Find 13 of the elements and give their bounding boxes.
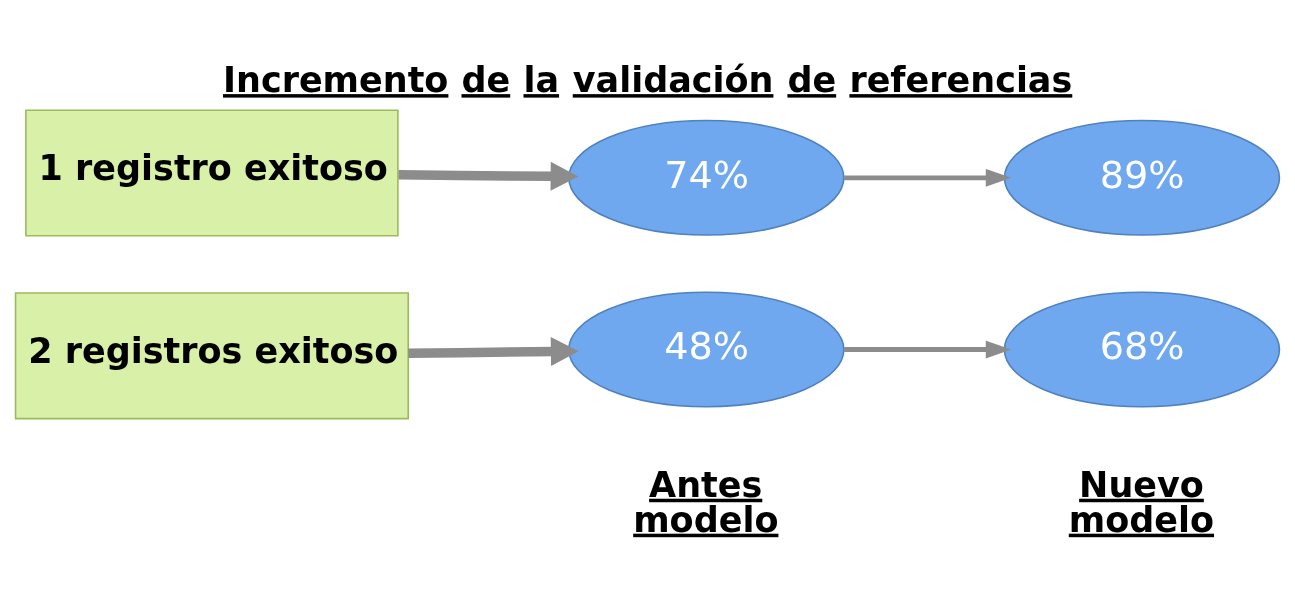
arrow (398, 161, 579, 191)
label: Nuevo modelo (1068, 464, 1215, 540)
node-ellipse: 48% (568, 290, 845, 408)
label: Antes modelo (633, 464, 779, 540)
node-ellipse: 74% (568, 119, 845, 236)
diagram-title: Incremento de la validación de referencias (223, 59, 1073, 100)
arrow (408, 336, 579, 366)
node-ellipse: 68% (1003, 290, 1281, 408)
node-ellipse: 89% (1003, 119, 1281, 236)
arrow (844, 168, 1012, 187)
arrow (844, 340, 1012, 358)
node-box: 1 registro exitoso (25, 108, 399, 237)
node-box: 2 registros exitoso (14, 291, 410, 419)
